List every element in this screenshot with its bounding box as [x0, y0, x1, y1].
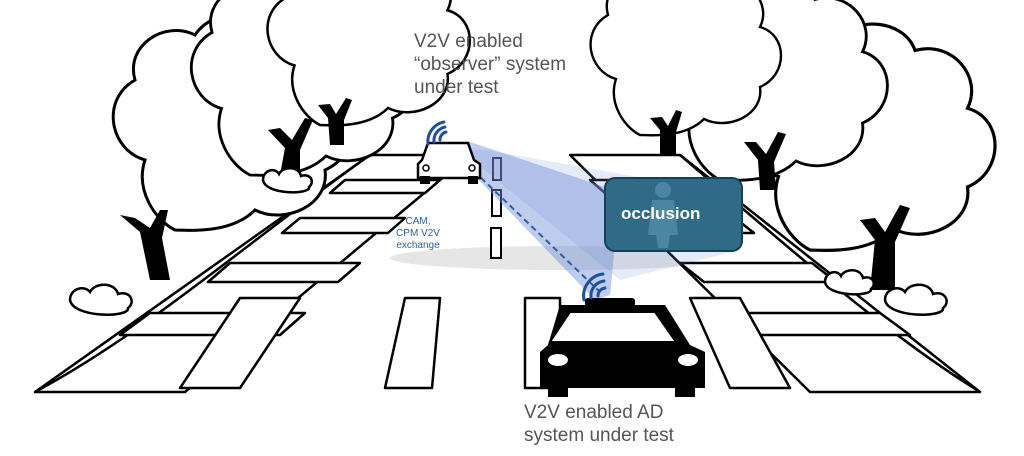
wifi-signal-icon [582, 272, 607, 302]
observer-label-line1: V2V enabled [414, 31, 523, 52]
occlusion-box [604, 177, 743, 252]
tree-icon [189, 0, 419, 177]
exchange-label-line1: CAM, [405, 216, 431, 227]
bush-icon [68, 283, 133, 316]
sensor-beam [445, 142, 620, 300]
observer-label-line3: under test [414, 77, 499, 98]
exchange-label: CAM, CPM V2V exchange [378, 216, 458, 252]
bush-icon [883, 283, 948, 316]
bush-icon [261, 167, 313, 194]
car-icon [416, 141, 482, 184]
bush-icon [823, 269, 875, 296]
tree-icon [743, 22, 997, 290]
ad-system-label-line2: system under test [524, 425, 674, 446]
pedestrian-icon [648, 182, 678, 248]
wifi-signal-icon [426, 120, 448, 146]
observer-label-line2: “observer” system [414, 54, 567, 75]
lane-markings [490, 157, 502, 259]
occlusion-label: occlusion [621, 204, 701, 223]
tree-icon [589, 0, 783, 155]
tree-icon [266, 0, 472, 145]
exchange-label-line3: exchange [396, 240, 440, 251]
ad-system-label: V2V enabled AD system under test [524, 401, 674, 447]
observer-label: V2V enabled “observer” system under test [414, 30, 566, 99]
exchange-label-line2: CPM V2V [396, 228, 440, 239]
ad-system-label-line1: V2V enabled AD [524, 402, 664, 423]
car-icon [540, 298, 705, 397]
tree-icon [659, 0, 889, 190]
tree-icon [111, 13, 353, 280]
